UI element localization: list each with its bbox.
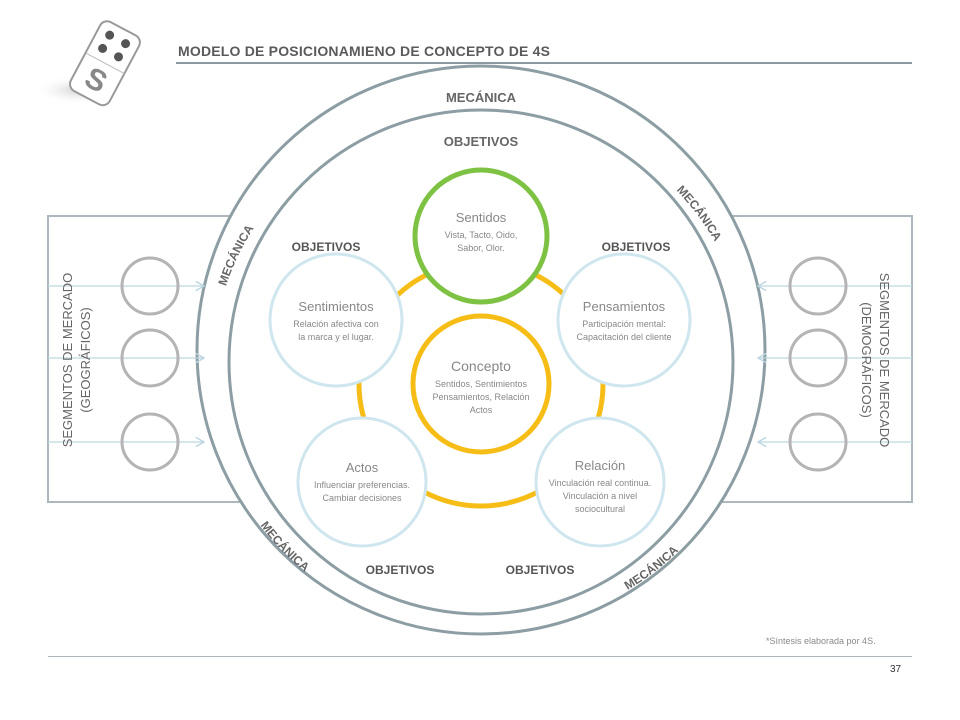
objetivos-label: OBJETIVOS [366,563,435,577]
sentimientos-circle [268,252,404,388]
node-actos: Actos Influenciar preferencias. Cambiar … [296,416,428,548]
node-line: Participación mental: [582,319,666,329]
objetivos-top-label: OBJETIVOS [444,134,519,149]
node-concepto: Concepto Sentidos, Sentimientos Pensamie… [410,313,552,455]
page-number: 37 [890,664,902,675]
left-segment-label-1: SEGMENTOS DE MERCADO [60,273,75,448]
right-segments: SEGMENTOS DE MERCADO (DEMOGRÁFICOS) [758,256,912,472]
node-line: la marca y el lugar. [298,332,374,342]
objetivos-label: OBJETIVOS [292,240,361,254]
dice-pip [114,52,124,62]
node-pensamientos: Pensamientos Participación mental: Capac… [556,252,692,388]
left-segments: SEGMENTOS DE MERCADO (GEOGRÁFICOS) [48,256,204,472]
node-relacion: Relación Vinculación real continua. Vinc… [534,416,666,548]
dice-pip [98,43,108,53]
pensamientos-circle [556,252,692,388]
node-line: Vinculación a nivel [563,491,637,501]
node-line: Influenciar preferencias. [314,480,410,490]
mecanica-top-label: MECÁNICA [446,90,517,105]
relacion-circle [534,416,666,548]
footnote: *Síntesis elaborada por 4S. [766,636,876,646]
concepto-circle [410,313,552,455]
node-line: Relación afectiva con [293,319,379,329]
dice-pip [121,39,131,49]
node-title: Relación [575,458,626,473]
node-line: Cambiar decisiones [322,493,402,503]
segment-circle [788,412,848,472]
page-title: MODELO DE POSICIONAMIENO DE CONCEPTO DE … [178,43,551,59]
segment-circle [788,328,848,388]
sentidos-circle [412,167,550,305]
logo: S [34,20,141,107]
objetivos-label: OBJETIVOS [602,240,671,254]
node-title: Concepto [451,358,511,374]
node-line: sociocultural [575,504,625,514]
node-title: Sentimientos [298,299,374,314]
segment-circle [120,328,180,388]
node-line: Pensamientos, Relación [432,392,529,402]
footer-divider [48,656,912,657]
node-line: Actos [470,405,493,415]
node-line: Sentidos, Sentimientos [435,379,528,389]
left-segment-label-2: (GEOGRÁFICOS) [78,307,93,412]
node-line: Capacitación del cliente [576,332,671,342]
node-line: Sabor, Olor. [457,243,505,253]
node-sentimientos: Sentimientos Relación afectiva con la ma… [268,252,404,388]
node-sentidos: Sentidos Vista, Tacto, Oido, Sabor, Olor… [412,167,550,305]
node-title: Actos [346,460,379,475]
node-title: Pensamientos [583,299,666,314]
node-line: Vinculación real continua. [549,478,651,488]
title-divider [176,62,912,64]
objetivos-label: OBJETIVOS [506,563,575,577]
segment-circle [788,256,848,316]
dice-pip [105,30,115,40]
segment-circle [120,412,180,472]
node-line: Vista, Tacto, Oido, [445,230,518,240]
right-segment-label-1: SEGMENTOS DE MERCADO [877,273,892,448]
segment-circle [120,256,180,316]
actos-circle [296,416,428,548]
right-segment-label-2: (DEMOGRÁFICOS) [859,302,874,418]
node-title: Sentidos [456,210,507,225]
